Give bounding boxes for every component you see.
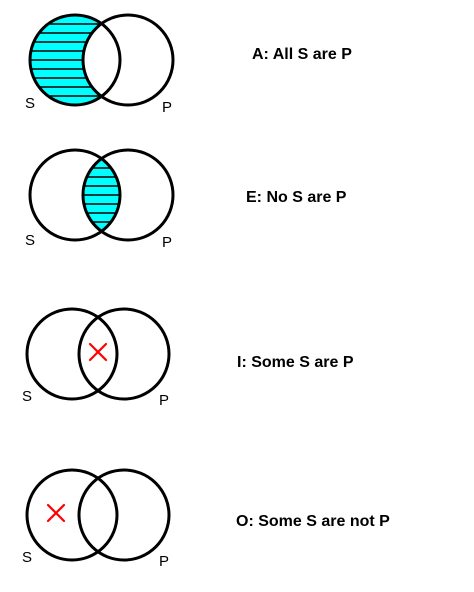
diagram-e: S P E: No S are P [25,148,347,251]
x-mark-intersection [88,342,108,362]
label-s: S [22,388,32,405]
circle-p [77,307,171,401]
caption-o: O: Some S are not P [236,513,390,530]
label-p: P [159,553,169,570]
caption-i: I: Some S are P [237,354,354,371]
circle-p [81,148,175,242]
shaded-region-s-not-p [30,15,120,105]
x-mark-s-not-p [46,503,66,523]
label-p: P [162,99,172,116]
circle-s [28,148,122,242]
caption-e: E: No S are P [246,189,347,206]
diagram-a: S P A: All S are P [25,13,352,116]
circle-s [25,307,119,401]
label-s: S [25,232,35,249]
caption-a: A: All S are P [252,46,352,63]
circle-s [25,468,119,562]
label-s: S [25,95,35,112]
label-p: P [162,234,172,251]
label-s: S [22,549,32,566]
circle-p [81,13,175,107]
diagram-i: S P I: Some S are P [22,307,354,409]
diagram-o: S P O: Some S are not P [22,468,390,570]
label-p: P [159,392,169,409]
circle-p [77,468,171,562]
circle-s [28,13,122,107]
